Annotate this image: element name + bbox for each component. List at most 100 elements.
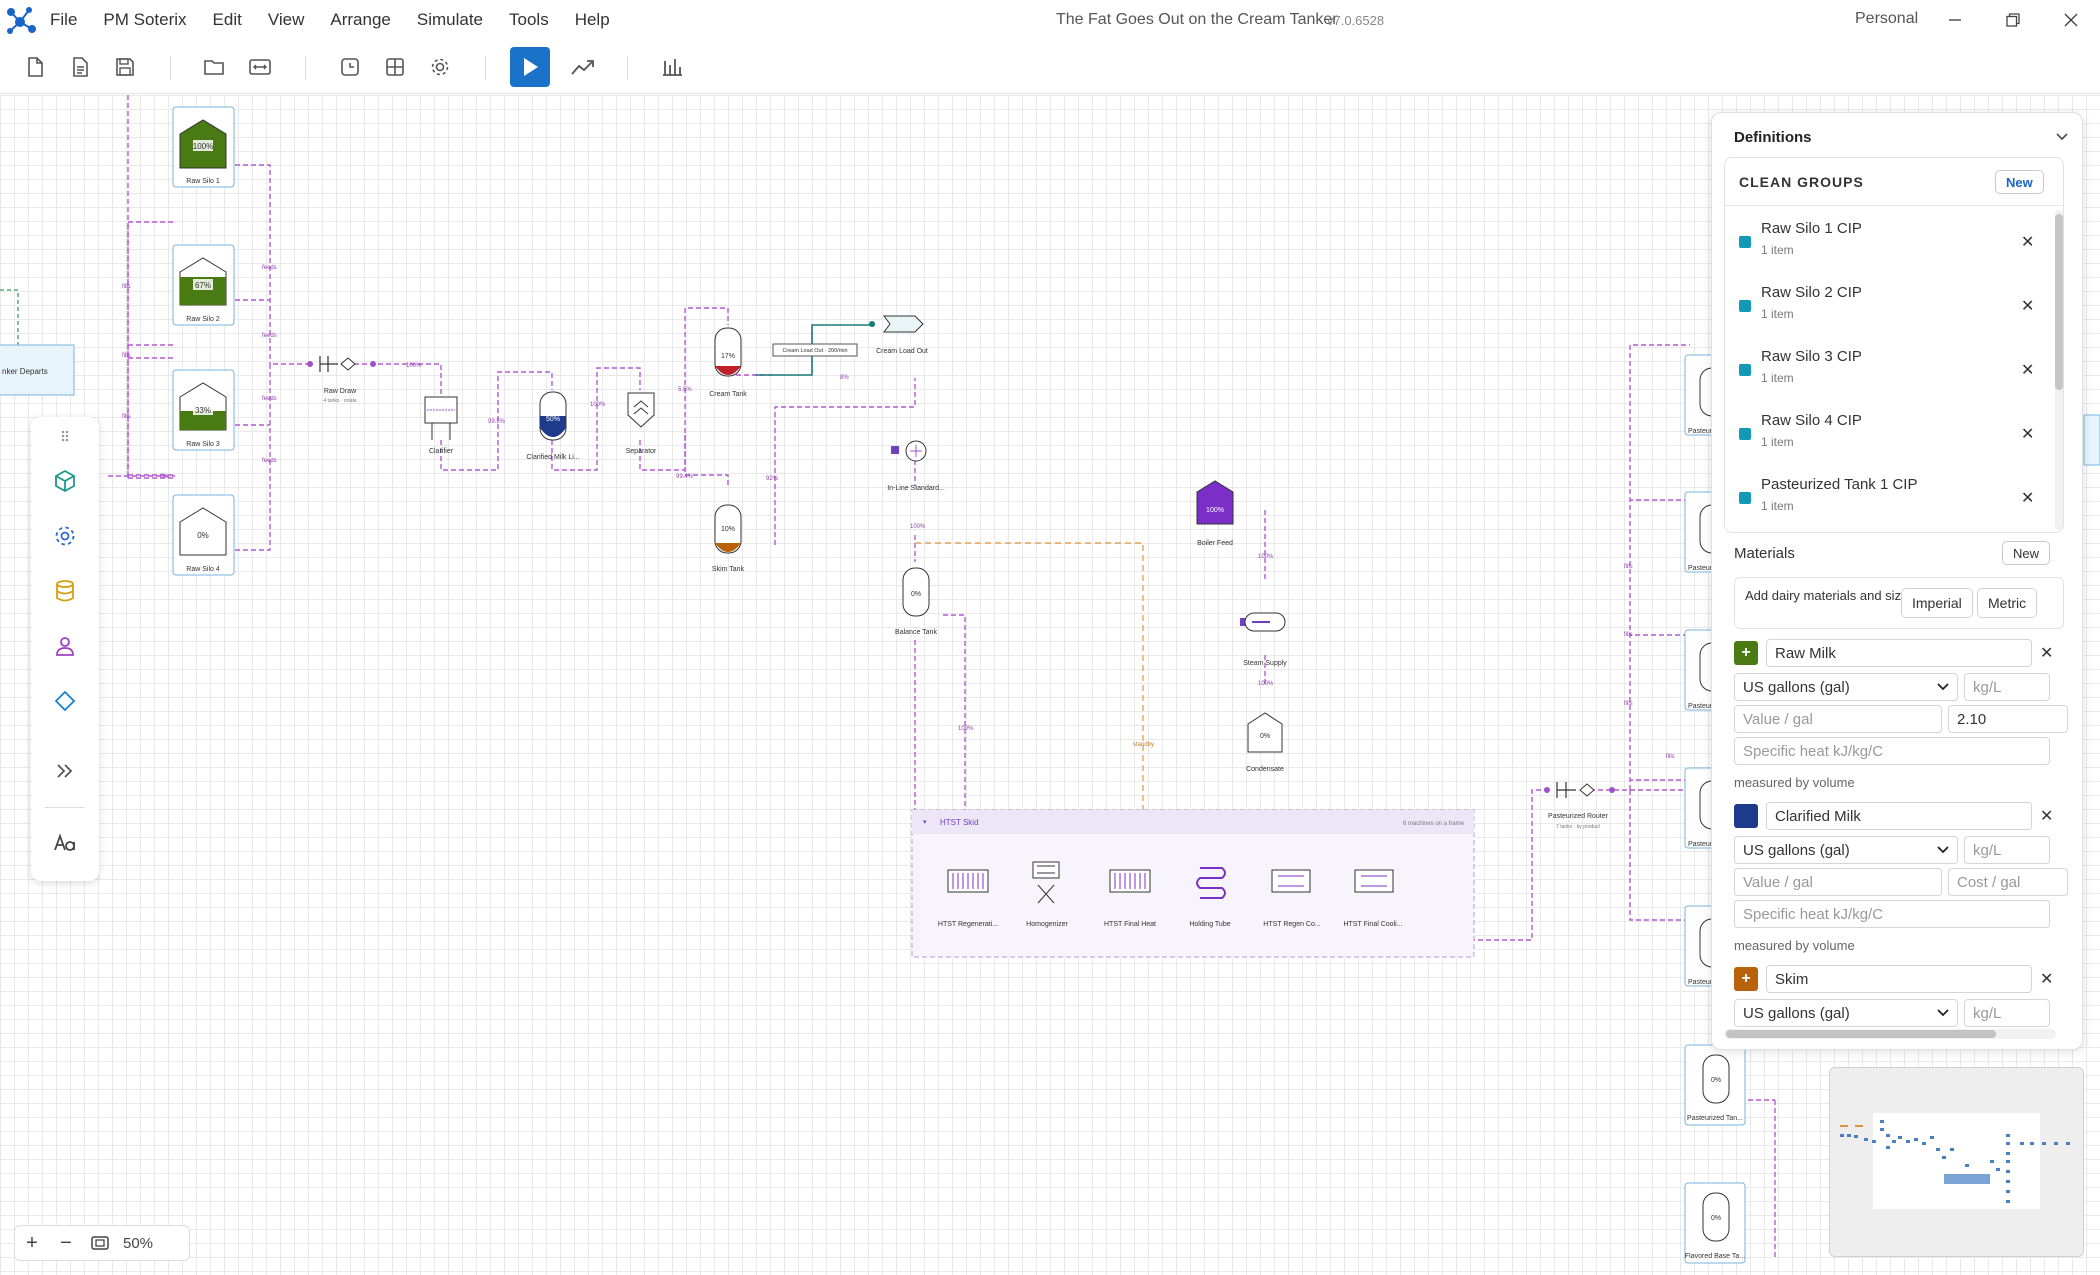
material-name-input[interactable]: Raw Milk bbox=[1766, 639, 2032, 667]
remove-material-button[interactable]: ✕ bbox=[2040, 971, 2054, 988]
remove-material-button[interactable]: ✕ bbox=[2040, 808, 2054, 825]
imperial-units-button[interactable]: Imperial bbox=[1901, 588, 1973, 618]
routing-tool[interactable] bbox=[47, 683, 83, 719]
new-file-button[interactable] bbox=[18, 50, 52, 84]
raw-silo-1[interactable]: 100% Raw Silo 1 bbox=[172, 106, 235, 188]
trend-button[interactable] bbox=[566, 50, 600, 84]
pasteurized-tank[interactable]: 0% Pasteurized Tan... bbox=[1684, 1044, 1746, 1126]
boiler-feed[interactable]: 100% Boiler Feed bbox=[1196, 480, 1234, 547]
menu-view[interactable]: View bbox=[267, 10, 305, 29]
menu-edit[interactable]: Edit bbox=[212, 10, 242, 29]
panel-scroll-thumb[interactable] bbox=[1726, 1030, 1996, 1038]
storage-tool[interactable] bbox=[47, 573, 83, 609]
menu-tools[interactable]: Tools bbox=[509, 10, 549, 29]
flavored-base-tank[interactable]: 0% Flavored Base Ta... bbox=[1684, 1182, 1746, 1264]
balance-tank[interactable]: 0% Balance Tank bbox=[895, 567, 937, 636]
pasteurized-router[interactable]: Pasteurized Router 7 tanks · by product bbox=[1544, 782, 1615, 830]
fit-view-button[interactable] bbox=[83, 1226, 117, 1260]
material-name-input[interactable]: Clarified Milk bbox=[1766, 802, 2032, 830]
metric-units-button[interactable]: Metric bbox=[1977, 588, 2038, 618]
clean-groups-scroll-thumb[interactable] bbox=[2055, 214, 2063, 390]
specific-heat-input[interactable]: Specific heat kJ/kg/C bbox=[1734, 737, 2050, 765]
clarifier-node[interactable]: Clarifier bbox=[424, 396, 458, 455]
clean-group-item[interactable]: Raw Silo 2 CIP 1 item ✕ bbox=[1725, 272, 2055, 336]
inline-standardizer[interactable]: In-Line Standard... bbox=[887, 440, 945, 492]
menu-help[interactable]: Help bbox=[574, 10, 610, 29]
remove-material-button[interactable]: ✕ bbox=[2040, 645, 2054, 662]
text-style-tool[interactable] bbox=[47, 825, 83, 861]
material-color-swatch[interactable]: + bbox=[1734, 641, 1758, 665]
density-input[interactable]: kg/L bbox=[1964, 673, 2050, 701]
cost-input[interactable]: Cost / gal bbox=[1948, 868, 2068, 896]
unit-select[interactable]: US gallons (gal) bbox=[1734, 673, 1958, 701]
clean-group-item[interactable]: Pasteurized Tank 1 CIP 1 item ✕ bbox=[1725, 464, 2055, 528]
value-input[interactable]: Value / gal bbox=[1734, 868, 1942, 896]
separator-node[interactable]: Separator bbox=[626, 392, 657, 455]
bar-chart-button[interactable] bbox=[655, 50, 689, 84]
account-label[interactable]: Personal bbox=[1855, 10, 1919, 27]
menu-arrange[interactable]: Arrange bbox=[330, 10, 391, 29]
unit-select[interactable]: US gallons (gal) bbox=[1734, 836, 1958, 864]
raw-silo-3[interactable]: 33% Raw Silo 3 bbox=[172, 369, 235, 451]
zoom-out-button[interactable]: − bbox=[49, 1226, 83, 1260]
cream-loadout-node[interactable]: Cream Load Out · 200/min Cream Load Out bbox=[772, 315, 928, 357]
process-tool[interactable] bbox=[47, 518, 83, 554]
material-color-swatch[interactable]: + bbox=[1734, 967, 1758, 991]
minimap[interactable] bbox=[1829, 1067, 2084, 1257]
tanker-departs-node[interactable]: nker Departs bbox=[0, 344, 75, 396]
skim-tank[interactable]: 10% Skim Tank bbox=[712, 504, 745, 573]
run-simulation-button[interactable] bbox=[510, 47, 550, 87]
clean-group-item[interactable]: Raw Silo 1 CIP 1 item ✕ bbox=[1725, 208, 2055, 272]
unit-select[interactable]: US gallons (gal) bbox=[1734, 999, 1958, 1027]
menu-file[interactable]: File bbox=[50, 10, 78, 29]
equipment-tool[interactable] bbox=[47, 463, 83, 499]
raw-draw-node[interactable]: Raw Draw 4 tanks · rotate bbox=[307, 356, 376, 404]
htst-regen-cool[interactable]: HTST Regen Co... bbox=[1263, 869, 1321, 928]
history-button[interactable] bbox=[333, 50, 367, 84]
clean-group-item[interactable]: Raw Silo 3 CIP 1 item ✕ bbox=[1725, 336, 2055, 400]
new-clean-group-button[interactable]: New bbox=[1995, 170, 2044, 194]
cream-tank[interactable]: 17% Cream Tank bbox=[709, 327, 747, 398]
raw-silo-4[interactable]: 0% Raw Silo 4 bbox=[172, 494, 235, 576]
save-button[interactable] bbox=[108, 50, 142, 84]
drag-handle[interactable] bbox=[47, 425, 83, 447]
steam-supply[interactable]: Steam Supply bbox=[1240, 612, 1287, 667]
material-name-input[interactable]: Skim bbox=[1766, 965, 2032, 993]
specific-heat-input[interactable]: Specific heat kJ/kg/C bbox=[1734, 900, 2050, 928]
close-window-button[interactable] bbox=[2059, 8, 2083, 32]
remove-clean-group-button[interactable]: ✕ bbox=[2021, 490, 2035, 507]
holding-tube[interactable]: Holding Tube bbox=[1189, 867, 1231, 928]
new-material-button[interactable]: New bbox=[2002, 541, 2051, 565]
collapse-panel-button[interactable] bbox=[2052, 127, 2072, 147]
cost-input[interactable]: 2.10 bbox=[1948, 705, 2068, 733]
remove-clean-group-button[interactable]: ✕ bbox=[2021, 426, 2035, 443]
htst-final-heat[interactable]: HTST Final Heat bbox=[1104, 869, 1156, 928]
material-color-swatch[interactable] bbox=[1734, 804, 1758, 828]
clarified-milk-tank[interactable]: 50% Clarified Milk Li... bbox=[526, 391, 580, 461]
raw-silo-2[interactable]: 67% Raw Silo 2 bbox=[172, 244, 235, 326]
settings-button[interactable] bbox=[423, 50, 457, 84]
zoom-in-button[interactable]: + bbox=[15, 1226, 49, 1260]
open-folder-button[interactable] bbox=[197, 50, 231, 84]
expand-rail-button[interactable] bbox=[47, 753, 83, 789]
menu-pm-soterix[interactable]: PM Soterix bbox=[103, 10, 187, 29]
value-input[interactable]: Value / gal bbox=[1734, 705, 1942, 733]
restore-button[interactable] bbox=[2001, 8, 2025, 32]
minimize-button[interactable] bbox=[1943, 8, 1967, 32]
remove-clean-group-button[interactable]: ✕ bbox=[2021, 298, 2035, 315]
condensate[interactable]: 0% Condensate bbox=[1246, 712, 1284, 773]
menu-simulate[interactable]: Simulate bbox=[416, 10, 484, 29]
htst-final-cooling[interactable]: HTST Final Cooli... bbox=[1344, 869, 1403, 928]
remove-clean-group-button[interactable]: ✕ bbox=[2021, 362, 2035, 379]
open-document-button[interactable] bbox=[63, 50, 97, 84]
homogenizer[interactable]: Homogenizer bbox=[1026, 861, 1068, 928]
density-input[interactable]: kg/L bbox=[1964, 999, 2050, 1027]
htst-regeneration[interactable]: HTST Regenerati... bbox=[938, 869, 998, 928]
grid-button[interactable] bbox=[378, 50, 412, 84]
density-input[interactable]: kg/L bbox=[1964, 836, 2050, 864]
fit-width-button[interactable] bbox=[243, 50, 277, 84]
clean-group-item[interactable]: Raw Silo 4 CIP 1 item ✕ bbox=[1725, 400, 2055, 464]
offscreen-node[interactable] bbox=[2083, 414, 2100, 466]
people-tool[interactable] bbox=[47, 628, 83, 664]
remove-clean-group-button[interactable]: ✕ bbox=[2021, 234, 2035, 251]
